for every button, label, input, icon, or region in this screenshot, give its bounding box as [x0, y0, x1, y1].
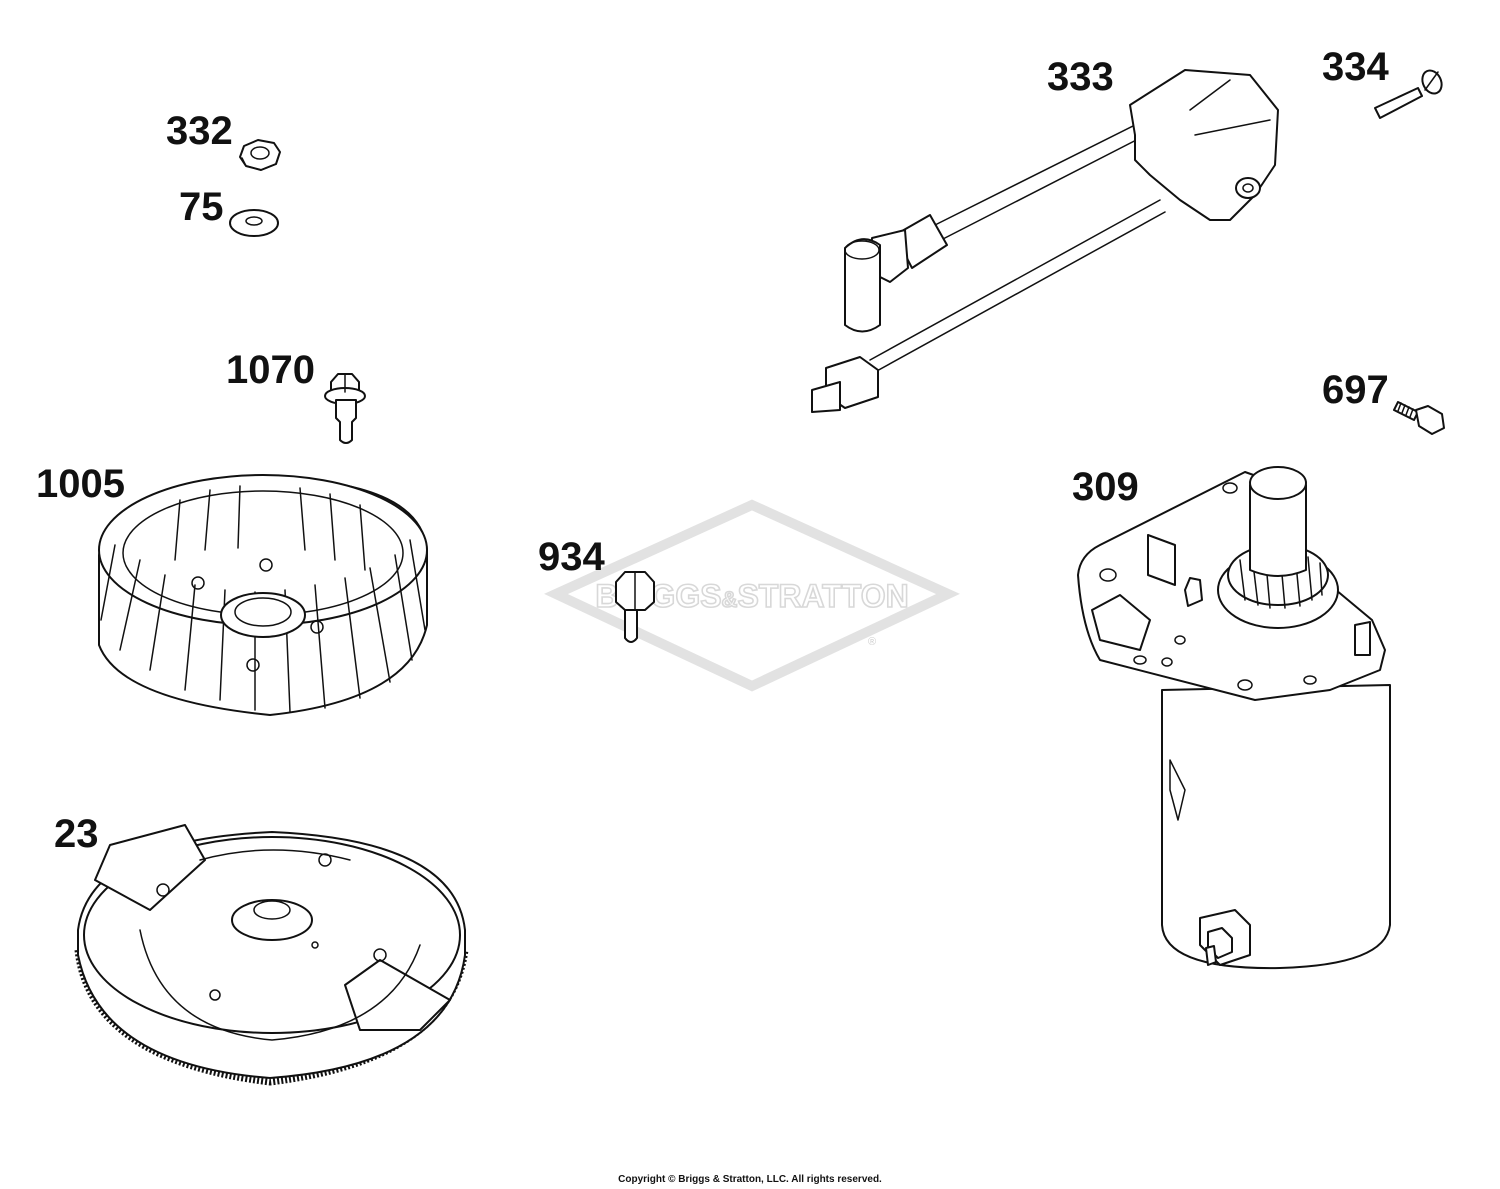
callout-934[interactable]: 934: [538, 535, 605, 579]
copyright-notice: Copyright © Briggs & Stratton, LLC. All …: [618, 1174, 882, 1185]
part-23-flywheel[interactable]: [74, 824, 469, 1086]
callout-334[interactable]: 334: [1322, 45, 1389, 89]
callout-333[interactable]: 333: [1047, 55, 1114, 99]
watermark-brand-right: STRATTON: [737, 578, 908, 614]
part-1070-flange-bolt[interactable]: [324, 373, 366, 444]
part-934-hex-bolt[interactable]: [615, 571, 655, 643]
watermark-registered-mark: ®: [868, 636, 876, 648]
watermark-ampersand: &: [722, 587, 738, 612]
part-1005-cooling-fan[interactable]: [98, 474, 428, 716]
part-75-flat-washer[interactable]: [229, 209, 279, 237]
part-callouts: 332 75 1070 1005 23 934 333 334 697 309: [36, 45, 1389, 856]
callout-75[interactable]: 75: [179, 185, 224, 229]
part-697-screw[interactable]: [1393, 401, 1445, 435]
brand-watermark: BRIGGS&STRATTON ®: [544, 499, 960, 692]
part-309-starter-motor[interactable]: [1077, 466, 1391, 970]
part-332-hex-nut[interactable]: [239, 139, 281, 171]
part-333-ignition-armature[interactable]: [811, 69, 1279, 413]
callout-1070[interactable]: 1070: [226, 348, 315, 392]
callout-23[interactable]: 23: [54, 812, 99, 856]
callout-332[interactable]: 332: [166, 109, 233, 153]
callout-697[interactable]: 697: [1322, 368, 1389, 412]
callout-309[interactable]: 309: [1072, 465, 1139, 509]
callout-1005[interactable]: 1005: [36, 462, 125, 506]
part-334-screw[interactable]: [1374, 67, 1445, 119]
watermark-brand-left: BRIGGS: [595, 578, 721, 614]
